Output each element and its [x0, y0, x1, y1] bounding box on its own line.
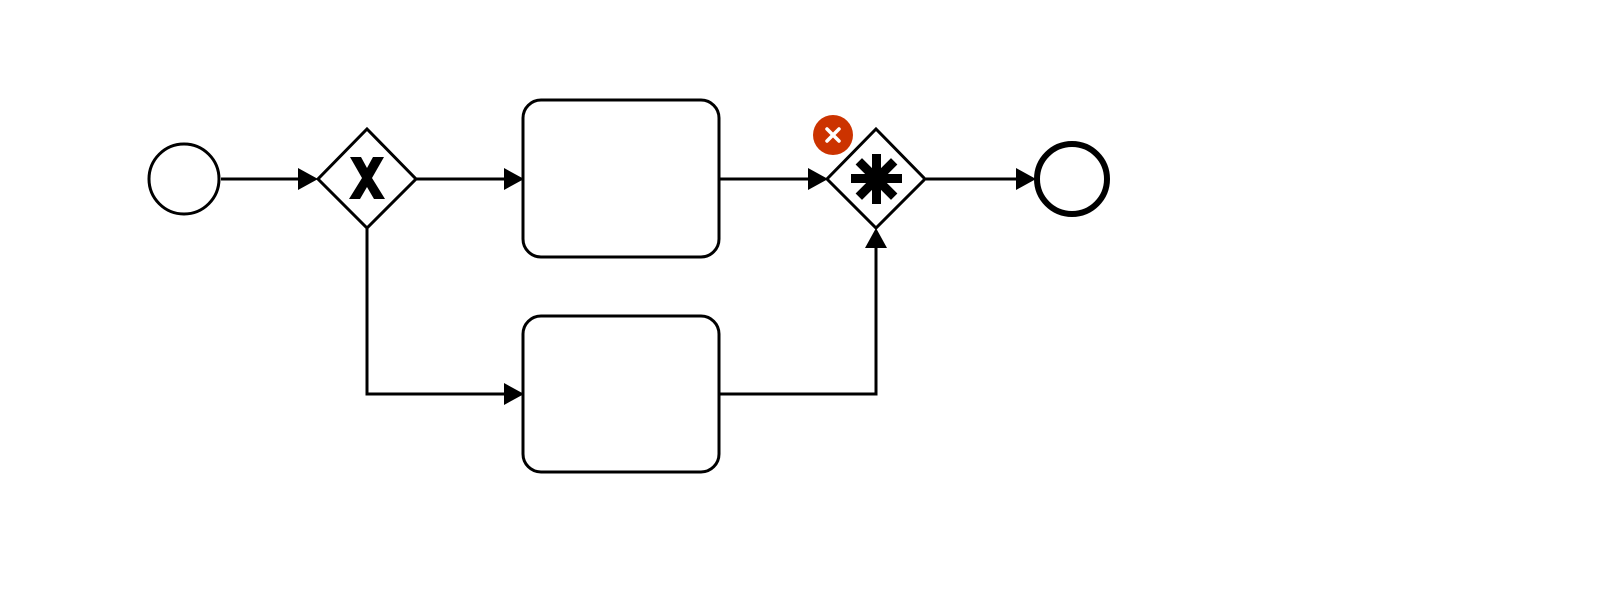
error-badge[interactable] [813, 115, 853, 155]
flow-lower-task-to-complex-gateway[interactable] [720, 228, 887, 396]
close-icon [825, 127, 841, 143]
flow-exclusive-gateway-to-lower-task[interactable] [365, 228, 524, 405]
exclusive-gateway-x-icon [349, 157, 385, 199]
complex-gateway[interactable] [824, 126, 928, 231]
start-event[interactable] [147, 142, 221, 216]
sequence-flows [221, 168, 1036, 405]
task-upper[interactable] [521, 98, 721, 259]
flow-complex-gateway-to-end-event[interactable] [926, 168, 1036, 190]
exclusive-gateway[interactable] [315, 126, 419, 231]
task-lower[interactable] [521, 314, 721, 474]
end-event[interactable] [1034, 141, 1110, 217]
flow-exclusive-gateway-to-upper-task[interactable] [416, 168, 524, 190]
complex-gateway-asterisk-icon [851, 154, 902, 204]
flow-start-to-exclusive-gateway[interactable] [221, 168, 318, 190]
flow-upper-task-to-complex-gateway[interactable] [720, 168, 828, 190]
